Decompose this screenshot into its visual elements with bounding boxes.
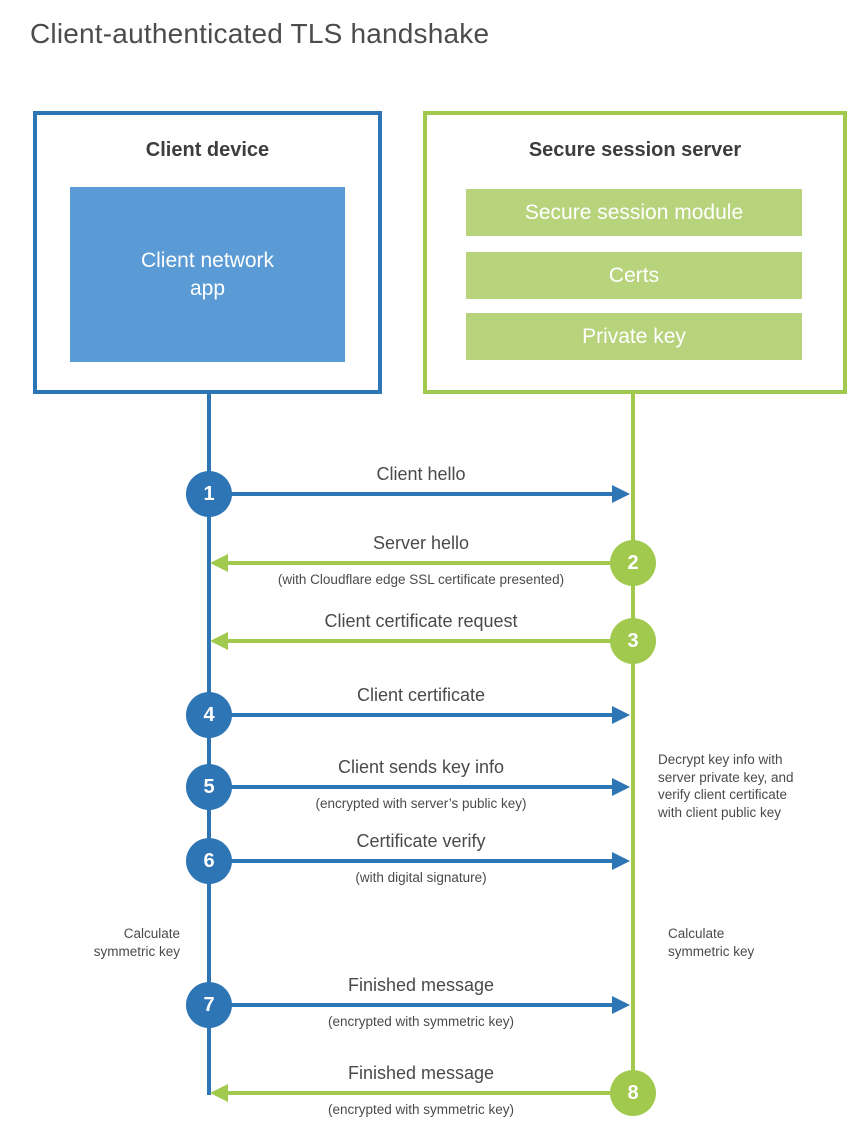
client-device-box: Client device Client network app — [33, 111, 382, 394]
step-label-1: Client hello — [376, 464, 466, 484]
arrow-right-icon — [612, 852, 630, 870]
step-circle-1: 1 — [186, 471, 232, 517]
calculate-symmetric-key-note-client: Calculate symmetric key — [93, 926, 180, 959]
step-sublabel-2: (with Cloudflare edge SSL certificate pr… — [277, 572, 565, 587]
step-arrow-line — [228, 639, 633, 643]
step-label-4: Client certificate — [356, 685, 486, 705]
step-label-5: Client sends key info — [337, 757, 505, 777]
step-circle-4: 4 — [186, 692, 232, 738]
arrow-left-icon — [210, 1084, 228, 1102]
step-arrow-line — [228, 1091, 633, 1095]
server-lifeline — [631, 393, 635, 1095]
server-module-bar: Certs — [466, 252, 802, 299]
arrow-right-icon — [612, 485, 630, 503]
page-title: Client-authenticated TLS handshake — [30, 18, 490, 49]
step-sublabel-7: (encrypted with symmetric key) — [327, 1014, 515, 1029]
step-arrow-line — [209, 1003, 612, 1007]
step-label-6: Certificate verify — [356, 831, 486, 851]
arrow-right-icon — [612, 996, 630, 1014]
arrow-left-icon — [210, 554, 228, 572]
step-circle-2: 2 — [610, 540, 656, 586]
client-lifeline — [207, 393, 211, 1095]
step-label-8: Finished message — [347, 1063, 495, 1083]
step-circle-3: 3 — [610, 618, 656, 664]
arrow-right-icon — [612, 706, 630, 724]
step-circle-5: 5 — [186, 764, 232, 810]
step-sublabel-5: (encrypted with server’s public key) — [315, 796, 527, 811]
client-network-app-box: Client network app — [70, 187, 345, 362]
step-sublabel-8: (encrypted with symmetric key) — [327, 1102, 515, 1117]
step-arrow-line — [209, 785, 612, 789]
step-circle-7: 7 — [186, 982, 232, 1028]
step-circle-6: 6 — [186, 838, 232, 884]
step-arrow-line — [228, 561, 633, 565]
step-sublabel-6: (with digital signature) — [355, 870, 487, 885]
server-module-bar: Secure session module — [466, 189, 802, 236]
step-label-7: Finished message — [347, 975, 495, 995]
secure-session-server-title: Secure session server — [528, 139, 742, 161]
step-arrow-line — [209, 492, 612, 496]
arrow-right-icon — [612, 778, 630, 796]
step-arrow-line — [209, 859, 612, 863]
calculate-symmetric-key-note-server: Calculate symmetric key — [668, 926, 755, 959]
client-device-title: Client device — [145, 139, 270, 161]
step-label-2: Server hello — [372, 533, 470, 553]
secure-session-server-box: Secure session server Secure session mod… — [423, 111, 847, 394]
decrypt-note: Decrypt key info with server private key… — [658, 752, 794, 820]
server-module-bar: Private key — [466, 313, 802, 360]
step-label-3: Client certificate request — [324, 611, 518, 631]
step-circle-8: 8 — [610, 1070, 656, 1116]
step-arrow-line — [209, 713, 612, 717]
arrow-left-icon — [210, 632, 228, 650]
